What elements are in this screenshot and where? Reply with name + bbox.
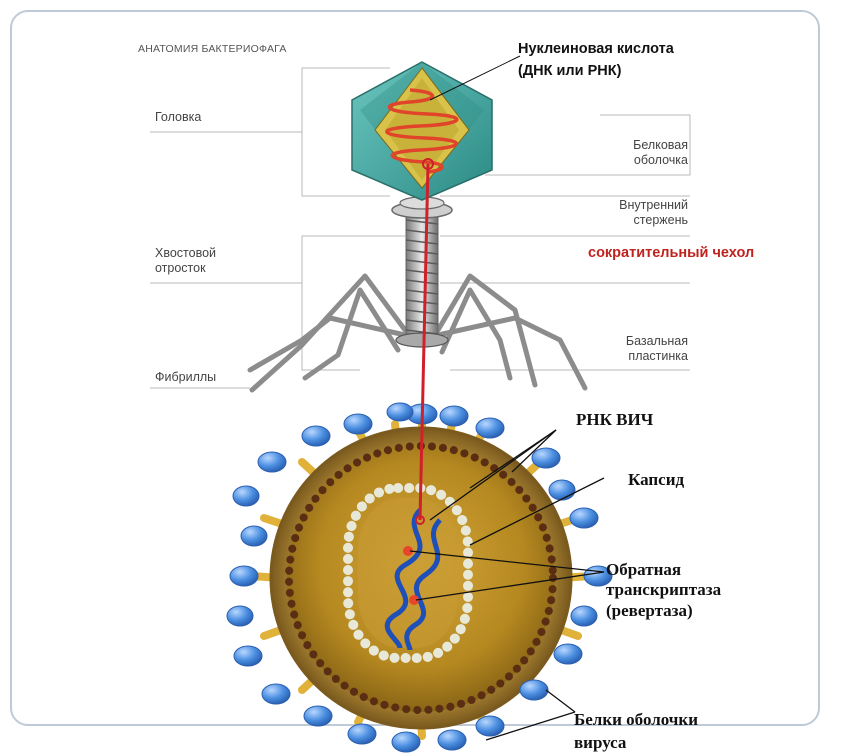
label-protein-shell-2: оболочка (633, 153, 688, 167)
label-protein-shell-1: Белковая (633, 138, 688, 152)
label-fibrils: Фибриллы (155, 370, 217, 384)
tail-fibers (247, 273, 588, 393)
label-capsid: Капсид (628, 470, 685, 489)
rt-dot-2 (409, 595, 419, 605)
rna-strand-2 (404, 518, 442, 651)
rna-strand-1 (384, 508, 423, 649)
phage-head (351, 61, 493, 201)
label-baseplate-2: пластинка (628, 349, 688, 363)
label-baseplate-1: Базальная (625, 334, 688, 348)
label-inner-rod-1: Внутренний (619, 198, 688, 212)
label-env-2: вируса (574, 733, 627, 752)
label-inner-rod-2: стержень (633, 213, 688, 227)
label-tail-2: отросток (155, 261, 206, 275)
label-nucleic-1: Нуклеиновая кислота (518, 41, 674, 57)
envelope-spikes (226, 402, 613, 753)
nucleic-acid-leader (429, 55, 521, 101)
label-env-1: Белки оболочки (574, 710, 698, 729)
label-head: Головка (155, 110, 202, 124)
nucleic-acid-coil (385, 88, 459, 174)
capsid-shell (343, 483, 473, 663)
label-tail-1: Хвостовой (155, 246, 217, 260)
label-rt-1: Обратная (606, 560, 682, 579)
rt-dot-1 (403, 546, 413, 556)
red-connector (418, 163, 430, 521)
baseplate (395, 332, 449, 348)
phage-guide-lines (150, 67, 691, 389)
label-nucleic-2: (ДНК или РНК) (518, 63, 622, 79)
label-rt-2: транскриптаза (606, 580, 722, 599)
label-sheath: сократительный чехол (588, 245, 755, 261)
tail-sheath (405, 209, 439, 341)
hiv-leader-lines (409, 429, 605, 741)
phage-title: АНАТОМИЯ БАКТЕРИОФАГА (138, 43, 287, 55)
label-rt-3: (ревертаза) (606, 601, 693, 620)
label-hiv-rna: РНК ВИЧ (576, 410, 654, 429)
hiv-virion (246, 414, 596, 740)
